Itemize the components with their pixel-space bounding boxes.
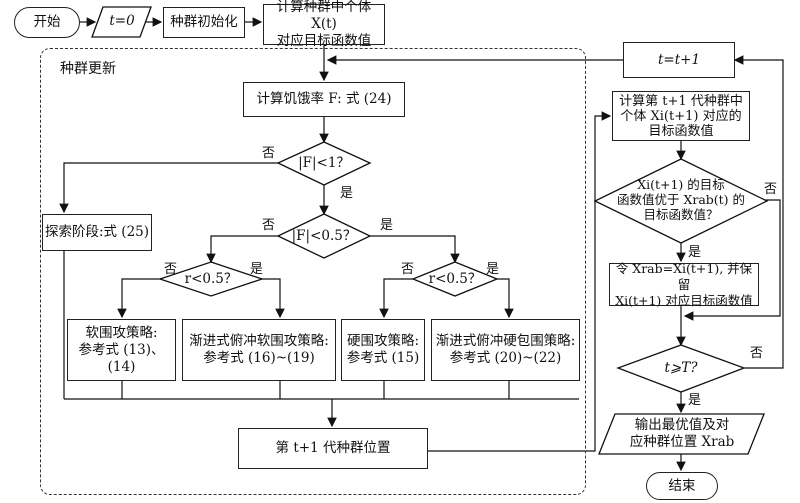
arrow-rright-proghard [496, 278, 514, 319]
no-label-better: 否 [764, 182, 778, 197]
calc2-node: 计算第 t+1 代种群中 个体 Xi(t+1) 对应的 目标函数值 [612, 91, 750, 141]
decision-r-left-shape [157, 261, 265, 297]
calc2-line1: 计算第 t+1 代种群中 [619, 93, 743, 109]
start-label: 开始 [33, 14, 61, 30]
decision-r-right-shape [411, 261, 499, 297]
hunger-node: 计算饥饿率 F: 式 (24) [243, 82, 405, 117]
next-position-node: 第 t+1 代种群位置 [238, 428, 428, 469]
decision-r-right-label: r<0.5？ [428, 271, 482, 287]
arrow-nextpos-calc2 [428, 111, 612, 452]
next-pos-label: 第 t+1 代种群位置 [275, 440, 391, 456]
calc1-line2: 对应目标函数值 [276, 33, 372, 49]
end-node: 结束 [646, 472, 718, 500]
update-line2: Xi(t+1) 对应目标函数值 [615, 292, 753, 308]
decision-f1-shape [276, 141, 372, 186]
yes-label-f05: 是 [380, 218, 394, 233]
soft-siege-node: 软围攻策略: 参考式 (13)、(14) [67, 319, 176, 381]
soft-line2: 参考式 (13)、(14) [78, 341, 165, 375]
t0-label: t=0 [109, 13, 135, 29]
progressive-hard-siege-node: 渐进式俯冲硬包围策略: 参考式 (20)~(22) [431, 319, 580, 381]
end-label: 结束 [668, 477, 696, 494]
t-increment-node: t=t+1 [623, 42, 735, 78]
arrow-decbetter-no [683, 199, 781, 321]
output-shape [598, 413, 765, 455]
decision-better-label: Xi(t+1) 的目标 函数值优于 Xrab(t) 的 目标函数值？ [611, 177, 751, 222]
prog-soft-line2: 参考式 (16)~(19) [203, 350, 315, 366]
dec-better-line3: 目标函数值？ [643, 207, 719, 222]
hard-line2: 参考式 (15) [346, 350, 420, 366]
arrow-decf1-explore [59, 162, 285, 214]
dec-better-line1: Xi(t+1) 的目标 [637, 177, 725, 192]
hard-line1: 硬围攻策略: [346, 333, 420, 349]
no-label-f1: 否 [262, 146, 276, 161]
calc2-line2: 个体 Xi(t+1) 对应的 [620, 108, 742, 124]
yes-label-r-left: 是 [250, 262, 264, 277]
output-label: 输出最优值及对 应种群位置 Xrab [612, 417, 752, 451]
arrow-dectT-tinc [733, 55, 784, 369]
init-node: 种群初始化 [163, 7, 245, 38]
decision-f05-label: |F|<0.5？ [291, 228, 357, 244]
decision-tT-shape [616, 344, 746, 393]
decision-better-shape [593, 158, 769, 244]
decision-f05-shape [276, 213, 372, 259]
arrow-rleft-progsoft [260, 278, 285, 319]
progressive-soft-siege-node: 渐进式俯冲软围攻策略: 参考式 (16)~(19) [182, 319, 336, 381]
prog-hard-line2: 参考式 (20)~(22) [449, 350, 562, 366]
calc2-line3: 目标函数值 [648, 123, 714, 139]
hunger-label: 计算饥饿率 F: 式 (24) [256, 91, 392, 107]
t0-shape [91, 6, 152, 38]
prog-hard-line1: 渐进式俯冲硬包围策略: [435, 333, 576, 349]
yes-label-r-right: 是 [486, 262, 500, 277]
init-label: 种群初始化 [170, 14, 238, 30]
decision-f1-label: |F|<1？ [298, 155, 350, 171]
arrow-rright-hard [379, 278, 415, 319]
arrow-decf05-rleft [206, 235, 284, 264]
arrow-decf05-rright [366, 235, 460, 264]
decision-tT-label: t⩾T? [664, 360, 698, 376]
hard-siege-node: 硬围攻策略: 参考式 (15) [341, 319, 425, 381]
no-label-r-left: 否 [164, 262, 178, 277]
yes-label-tT: 是 [688, 393, 702, 408]
update-line1: 令 Xrab=Xi(t+1), 并保留 [615, 260, 753, 292]
yes-label-f1: 是 [340, 186, 354, 201]
prog-soft-line1: 渐进式俯冲软围攻策略: [189, 333, 329, 349]
no-label-tT: 否 [750, 346, 764, 361]
output-line1: 输出最优值及对 [634, 417, 730, 433]
no-label-r-right: 否 [401, 262, 415, 277]
calc1-line1: 计算种群中个体 X(t) [276, 0, 372, 32]
explore-node: 探索阶段:式 (25) [42, 214, 152, 251]
calc1-node: 计算种群中个体 X(t) 对应目标函数值 [263, 0, 385, 49]
no-label-f05: 否 [262, 218, 276, 233]
output-line2: 应种群位置 Xrab [629, 434, 735, 450]
start-node: 开始 [14, 7, 80, 38]
group-label: 种群更新 [60, 61, 116, 77]
population-update-group [40, 48, 586, 495]
arrow-rleft-soft [117, 278, 162, 319]
explore-label: 探索阶段:式 (25) [44, 224, 150, 240]
soft-line1: 软围攻策略: [85, 324, 158, 341]
yes-label-better: 是 [688, 245, 702, 260]
decision-r-left-label: r<0.5？ [184, 271, 238, 287]
update-best-node: 令 Xrab=Xi(t+1), 并保留 Xi(t+1) 对应目标函数值 [609, 260, 759, 308]
dec-better-line2: 函数值优于 Xrab(t) 的 [616, 192, 746, 207]
t-inc-label: t=t+1 [657, 51, 701, 68]
